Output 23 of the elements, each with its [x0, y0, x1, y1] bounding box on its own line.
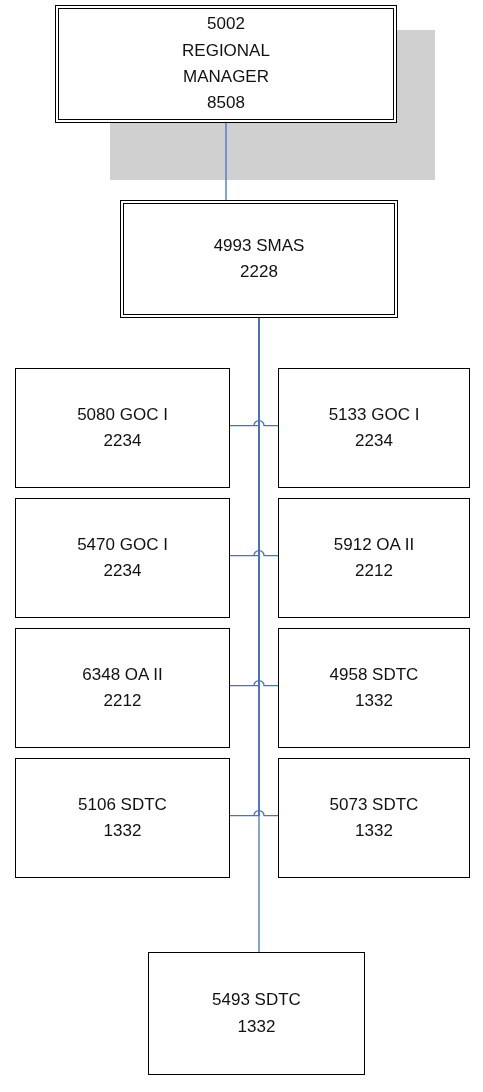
position-label: 4958 SDTC 1332: [328, 663, 420, 712]
position-label: 5470 GOC I 2234: [76, 533, 169, 582]
manager-box: [120, 200, 398, 318]
manager-box: [55, 5, 397, 123]
position-box: [278, 758, 470, 878]
position-label: 5912 OA II 2212: [332, 533, 416, 582]
position-label: 4993 SMAS 2228: [212, 234, 306, 283]
position-label: 6348 OA II 2212: [81, 663, 164, 712]
position-box: [15, 628, 230, 748]
position-box: [278, 368, 470, 488]
position-label: 5073 SDTC 1332: [328, 793, 420, 842]
position-box: [15, 368, 230, 488]
position-label: 5106 SDTC 1332: [77, 793, 168, 842]
position-label: 5080 GOC I 2234: [76, 403, 169, 452]
position-box: [148, 952, 365, 1075]
position-box: [278, 628, 470, 748]
position-label: 5002 REGIONAL MANAGER 8508: [181, 13, 271, 115]
position-box: [15, 758, 230, 878]
position-box: [15, 498, 230, 618]
position-box: [278, 498, 470, 618]
connector-line: [225, 122, 227, 201]
position-label: 5133 GOC I 2234: [327, 403, 421, 452]
position-label: 5493 SDTC 1332: [211, 989, 302, 1038]
